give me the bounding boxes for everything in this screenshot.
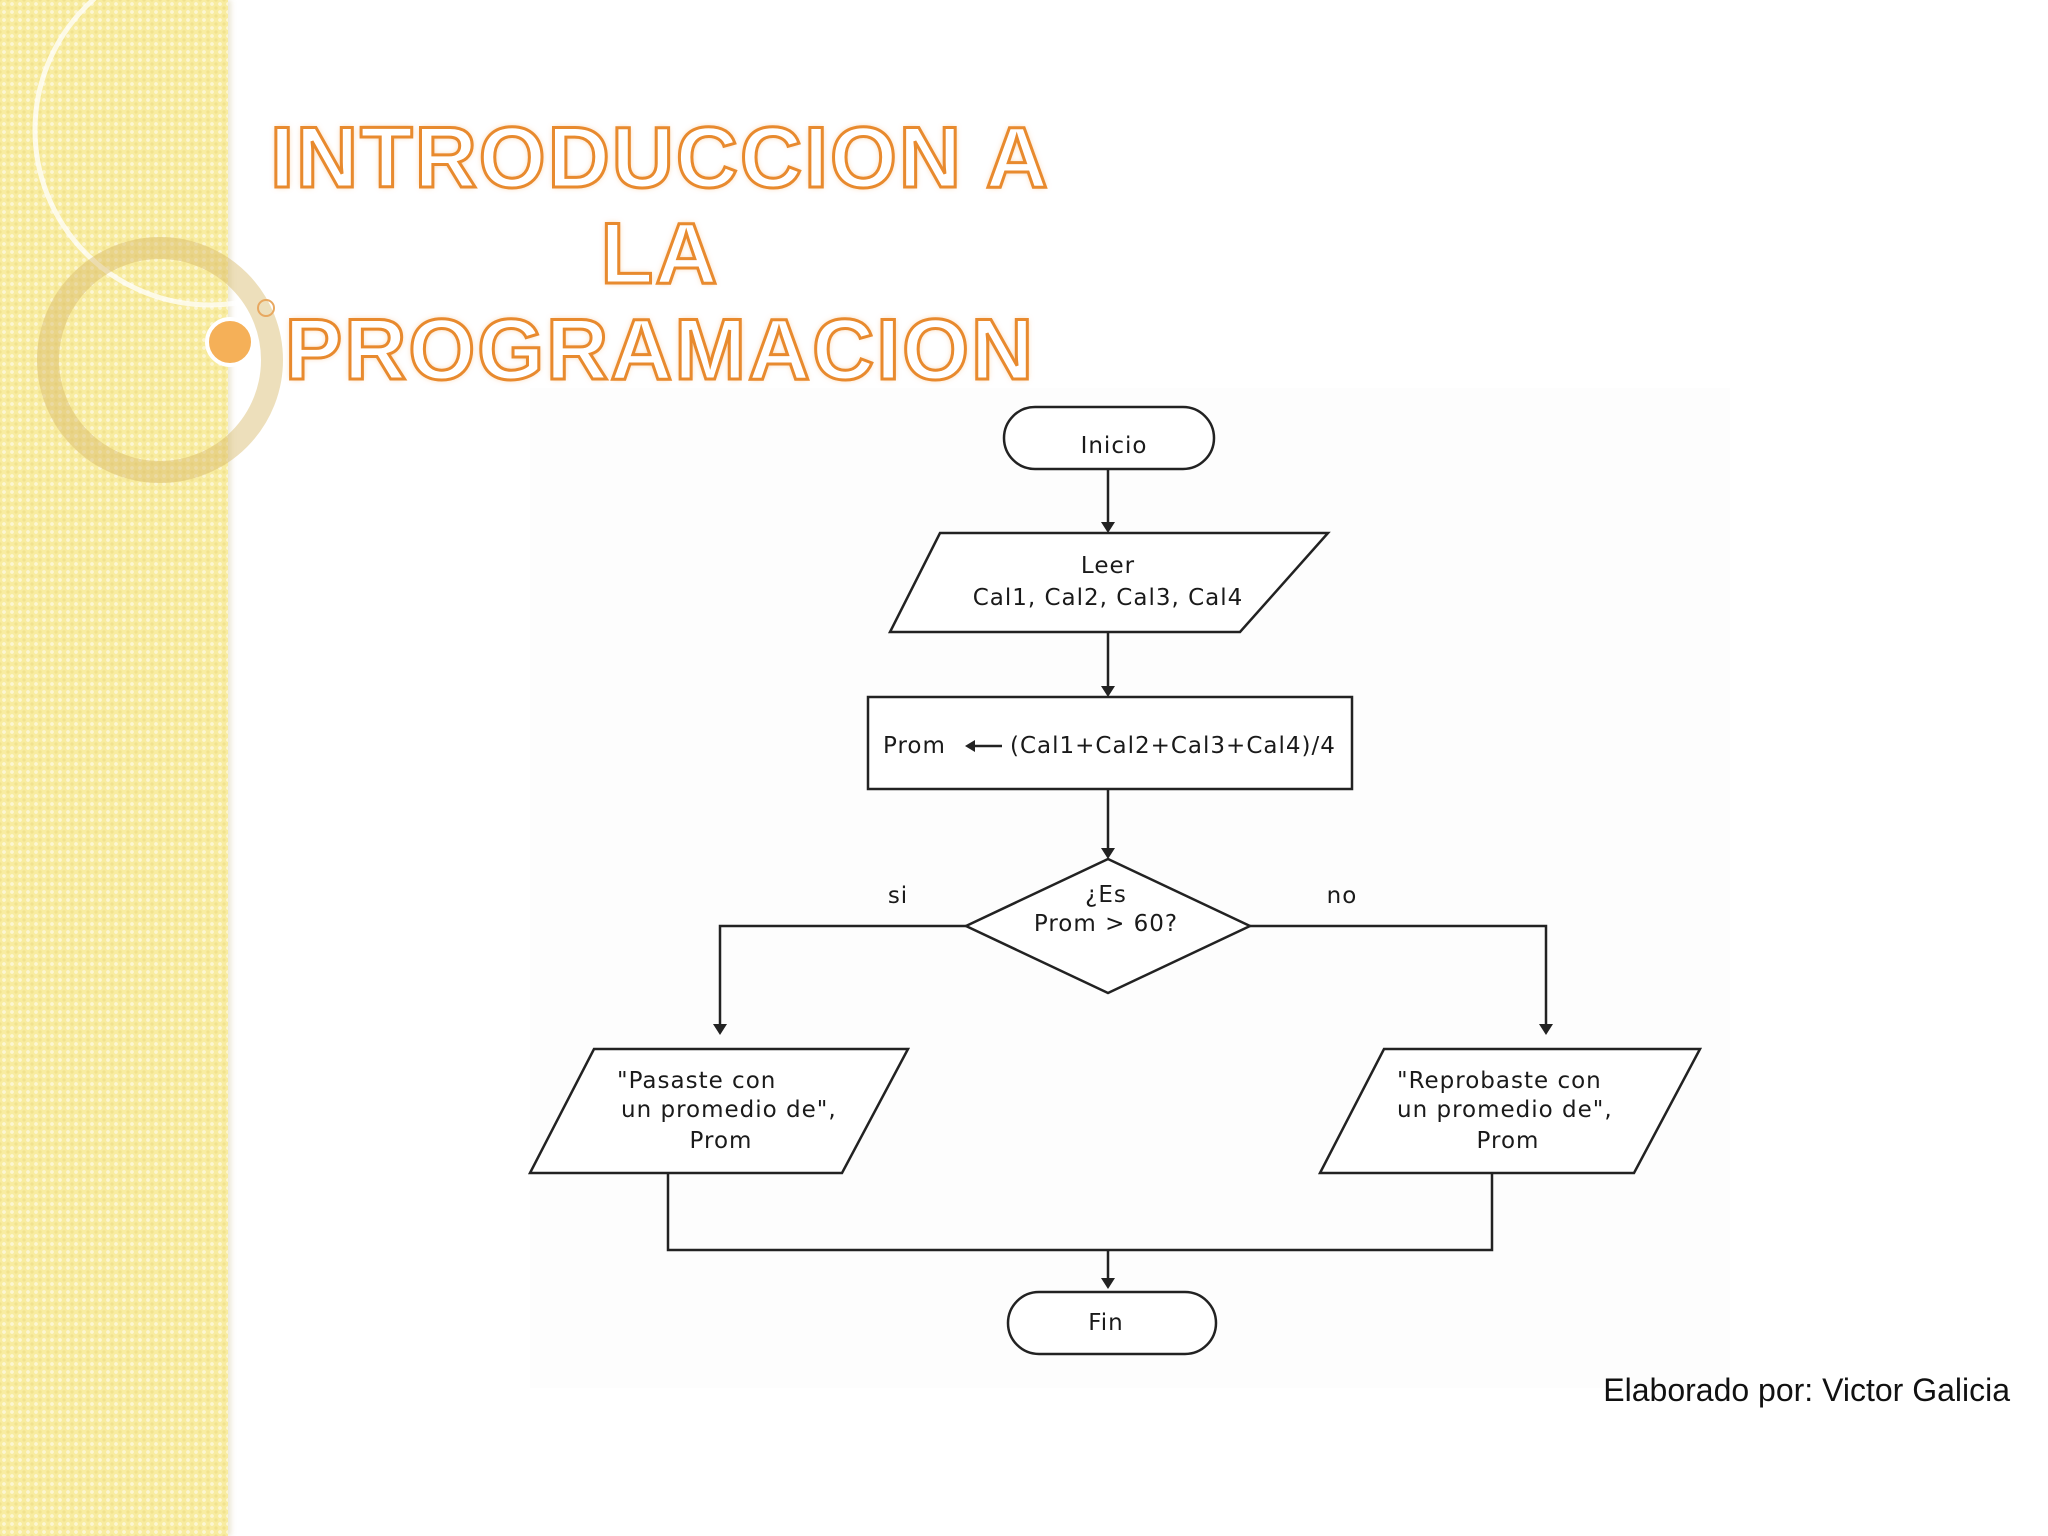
input-parallelogram <box>890 533 1328 632</box>
output-yes-line-1: "Pasaste con <box>617 1068 776 1094</box>
arrowhead <box>1101 848 1115 859</box>
arrowhead <box>713 1024 727 1035</box>
connector-yes <box>720 926 966 1026</box>
process-variable: Prom <box>883 733 946 759</box>
branch-no-label: no <box>1327 883 1358 909</box>
input-vars: Cal1, Cal2, Cal3, Cal4 <box>973 585 1244 611</box>
input-label: Leer <box>1081 553 1135 579</box>
author-credit: Elaborado por: Victor Galicia <box>1530 1372 2010 1409</box>
decision-line-1: ¿Es <box>1085 882 1127 908</box>
arrowhead <box>1539 1024 1553 1035</box>
arrowhead <box>1101 686 1115 697</box>
output-no-line-1: "Reprobaste con <box>1397 1068 1602 1094</box>
arrowhead <box>1101 1278 1115 1289</box>
output-yes-line-2: un promedio de", <box>621 1097 837 1123</box>
output-yes-line-3: Prom <box>690 1128 753 1154</box>
arrowhead <box>1101 522 1115 533</box>
connector-no <box>1250 926 1546 1026</box>
end-label: Fin <box>1088 1310 1124 1336</box>
connector-merge <box>668 1173 1492 1250</box>
decision-line-2: Prom > 60? <box>1034 911 1178 937</box>
process-expression: (Cal1+Cal2+Cal3+Cal4)/4 <box>1010 733 1336 759</box>
start-label: Inicio <box>1081 433 1148 459</box>
output-no-line-2: un promedio de", <box>1397 1097 1613 1123</box>
output-no-line-3: Prom <box>1477 1128 1540 1154</box>
branch-yes-label: si <box>888 883 908 909</box>
